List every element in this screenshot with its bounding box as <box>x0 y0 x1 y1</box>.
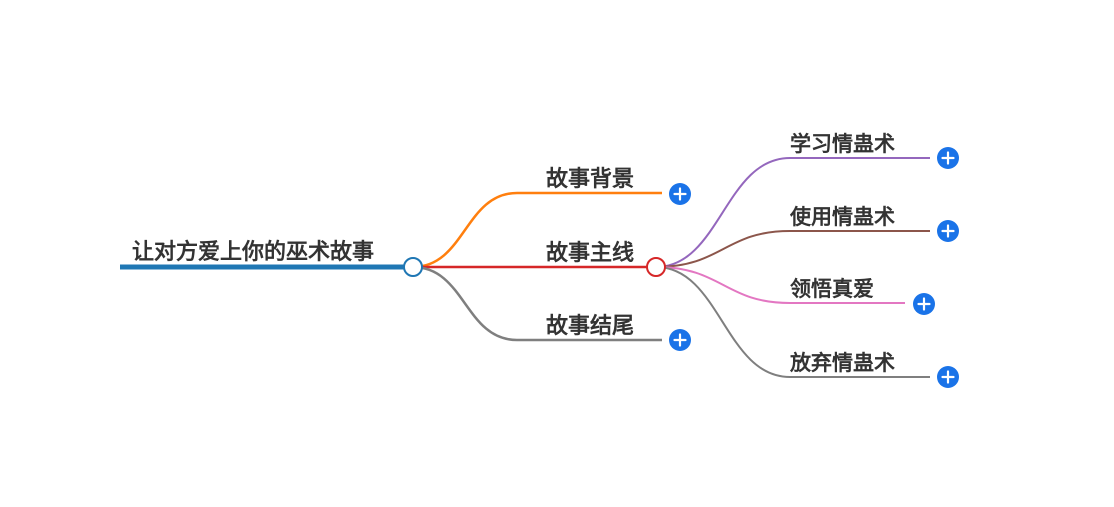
branch-background[interactable]: 故事背景 <box>412 166 691 269</box>
child-label-learn: 学习情蛊术 <box>790 132 895 156</box>
plus-icon <box>941 151 955 165</box>
expand-button-use[interactable] <box>937 220 959 242</box>
plus-icon <box>673 187 687 201</box>
child-label-abandon: 放弃情蛊术 <box>789 351 895 375</box>
connector-mainline-learn <box>655 157 930 268</box>
plus-icon <box>941 224 955 238</box>
expand-button-ending[interactable] <box>669 329 691 351</box>
child-abandon[interactable]: 放弃情蛊术 <box>655 266 959 388</box>
connector-mainline-realize <box>655 266 905 304</box>
expand-button-realize[interactable] <box>913 293 935 315</box>
collapse-toggle-mainline[interactable] <box>646 257 666 277</box>
connector-root-ending <box>412 265 662 342</box>
branch-label-ending: 故事结尾 <box>546 313 634 339</box>
child-use[interactable]: 使用情蛊术 <box>655 205 959 268</box>
expand-button-abandon[interactable] <box>937 366 959 388</box>
child-learn[interactable]: 学习情蛊术 <box>655 132 959 268</box>
expand-button-background[interactable] <box>669 183 691 205</box>
plus-icon <box>941 370 955 384</box>
plus-icon <box>917 297 931 311</box>
child-label-use: 使用情蛊术 <box>789 205 895 229</box>
child-realize[interactable]: 领悟真爱 <box>655 266 935 315</box>
branch-label-mainline: 故事主线 <box>546 240 634 266</box>
root-label: 让对方爱上你的巫术故事 <box>132 239 374 265</box>
branch-mainline[interactable]: 故事主线 <box>413 240 656 269</box>
branch-ending[interactable]: 故事结尾 <box>412 265 691 351</box>
connector-mainline-abandon <box>655 266 930 378</box>
plus-icon <box>673 333 687 347</box>
connector-root-background <box>412 191 662 269</box>
connector-mainline-use <box>655 230 930 268</box>
root-node[interactable]: 让对方爱上你的巫术故事 <box>120 239 413 270</box>
collapse-toggle-root[interactable] <box>403 257 423 277</box>
child-label-realize: 领悟真爱 <box>790 277 874 301</box>
expand-button-learn[interactable] <box>937 147 959 169</box>
branch-label-background: 故事背景 <box>546 166 634 192</box>
